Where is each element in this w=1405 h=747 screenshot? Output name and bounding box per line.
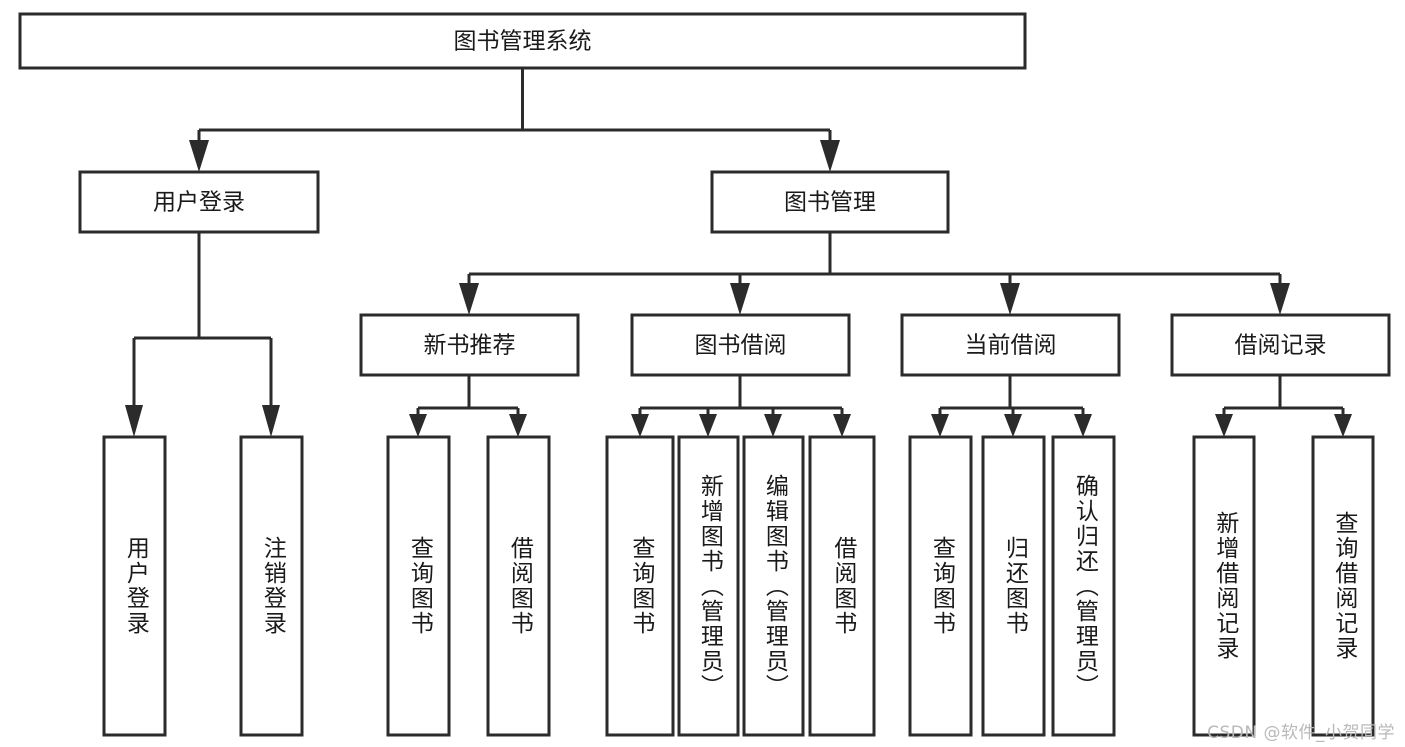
arrowhead-to-leaf-borrow-book-recommend — [509, 414, 527, 437]
node-new-book-recommend[interactable]: 新书推荐 — [359, 313, 580, 377]
arrowhead-to-user-login — [189, 140, 209, 172]
node-leaf-borrow-book-box[interactable] — [808, 435, 876, 737]
arrowhead-to-leaf-query-book-borrow — [631, 414, 649, 437]
node-current-borrow[interactable]: 当前借阅 — [900, 313, 1121, 377]
node-leaf-confirm-return-admin-box[interactable] — [1051, 435, 1116, 737]
node-leaf-add-book-admin-box[interactable] — [677, 435, 740, 737]
node-leaf-query-book-current-box[interactable] — [908, 435, 973, 737]
arrowhead-to-leaf-query-borrow-record — [1334, 414, 1352, 437]
node-leaf-query-book-recommend-box[interactable] — [386, 435, 451, 737]
arrowhead-to-leaf-borrow-book — [833, 414, 851, 437]
arrowhead-to-book-borrow — [730, 283, 750, 315]
node-book-manage-box[interactable] — [710, 170, 950, 234]
node-book-manage[interactable]: 图书管理 — [710, 170, 950, 234]
node-user-login[interactable]: 用户登录 — [78, 170, 320, 234]
node-root-box[interactable] — [18, 12, 1027, 70]
node-current-borrow-box[interactable] — [900, 313, 1121, 377]
node-leaf-add-borrow-record-box[interactable] — [1192, 435, 1256, 737]
node-current-borrow-label: 当前借阅 — [965, 333, 1057, 359]
arrowhead-to-leaf-query-book-current — [931, 414, 949, 437]
arrowhead-to-leaf-user-login — [125, 405, 143, 437]
arrowhead-to-book-manage — [820, 140, 840, 172]
csdn-watermark: CSDN @软件_小贺同学 — [1207, 723, 1395, 743]
node-leaf-query-book-borrow-box[interactable] — [605, 435, 675, 737]
arrowhead-to-borrow-record — [1270, 283, 1290, 315]
node-book-borrow[interactable]: 图书借阅 — [630, 313, 851, 377]
node-borrow-record[interactable]: 借阅记录 — [1170, 313, 1391, 377]
node-user-login-box[interactable] — [78, 170, 320, 234]
arrowhead-to-leaf-query-book-recommend — [409, 414, 427, 437]
connector-layer — [132, 68, 1345, 414]
node-leaf-edit-book-admin-box[interactable] — [742, 435, 805, 737]
arrowhead-to-leaf-return-book — [1004, 414, 1022, 437]
node-book-borrow-box[interactable] — [630, 313, 851, 377]
node-borrow-record-box[interactable] — [1170, 313, 1391, 377]
arrowhead-layer — [125, 140, 1352, 437]
node-leaf-return-book-box[interactable] — [981, 435, 1046, 737]
node-leaf-borrow-book-recommend-box[interactable] — [486, 435, 551, 737]
node-book-borrow-label: 图书借阅 — [695, 333, 787, 359]
arrowhead-to-leaf-add-borrow-record — [1215, 414, 1233, 437]
node-new-book-recommend-box[interactable] — [359, 313, 580, 377]
arrowhead-to-leaf-confirm-return-admin — [1074, 414, 1092, 437]
node-borrow-record-label: 借阅记录 — [1235, 333, 1327, 359]
node-root[interactable]: 图书管理系统 — [18, 12, 1027, 70]
node-root-label: 图书管理系统 — [454, 29, 592, 55]
arrowhead-to-new-book-recommend — [459, 283, 479, 315]
node-layer: 图书管理系统 用户登录 图书管理 新书推荐 图书借阅 — [18, 12, 1391, 737]
node-leaf-user-login-box[interactable] — [102, 435, 167, 737]
node-user-login-label: 用户登录 — [153, 190, 245, 216]
arrowhead-to-leaf-add-book-admin — [699, 414, 717, 437]
node-leaf-user-logout-box[interactable] — [239, 435, 304, 737]
arrowhead-to-current-borrow — [1000, 283, 1020, 315]
arrowhead-to-leaf-user-logout — [262, 405, 280, 437]
node-leaf-query-borrow-record-box[interactable] — [1311, 435, 1375, 737]
arrowhead-to-leaf-edit-book-admin — [764, 414, 782, 437]
node-book-manage-label: 图书管理 — [784, 190, 876, 216]
node-new-book-recommend-label: 新书推荐 — [424, 333, 516, 359]
